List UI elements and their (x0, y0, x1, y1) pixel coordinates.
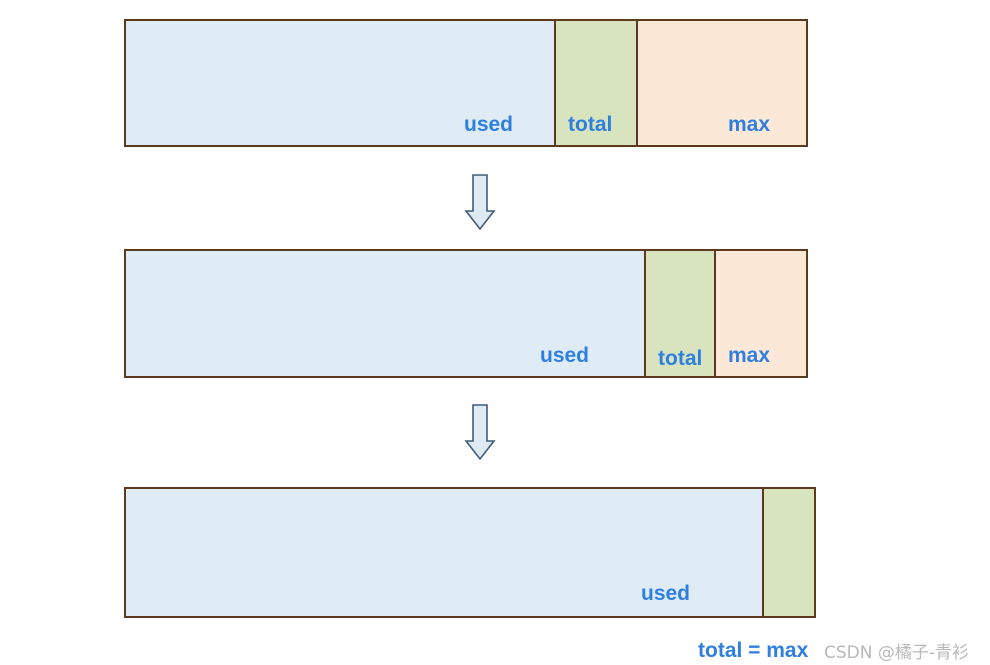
total-label: total (568, 113, 613, 136)
total-label: total (658, 347, 703, 370)
used-segment (126, 21, 554, 145)
used-label: used (540, 344, 590, 367)
total-max-segment (762, 489, 814, 616)
total-segment (644, 251, 716, 376)
memory-bar-stage-3 (124, 487, 816, 618)
used-segment (126, 489, 764, 616)
max-label: max (728, 344, 771, 367)
memory-bar-stage-2 (124, 249, 808, 378)
used-label: used (641, 582, 691, 605)
total-equals-max-label: total = max (698, 639, 809, 662)
watermark: CSDN @橘子-青衫 (824, 643, 970, 663)
max-segment (714, 251, 806, 376)
total-segment (554, 21, 638, 145)
max-label: max (728, 113, 771, 136)
down-arrow-icon (464, 404, 496, 461)
memory-bar-stage-1 (124, 19, 808, 147)
used-segment (126, 251, 644, 376)
max-segment (636, 21, 806, 145)
down-arrow-icon (464, 174, 496, 231)
used-label: used (464, 113, 514, 136)
